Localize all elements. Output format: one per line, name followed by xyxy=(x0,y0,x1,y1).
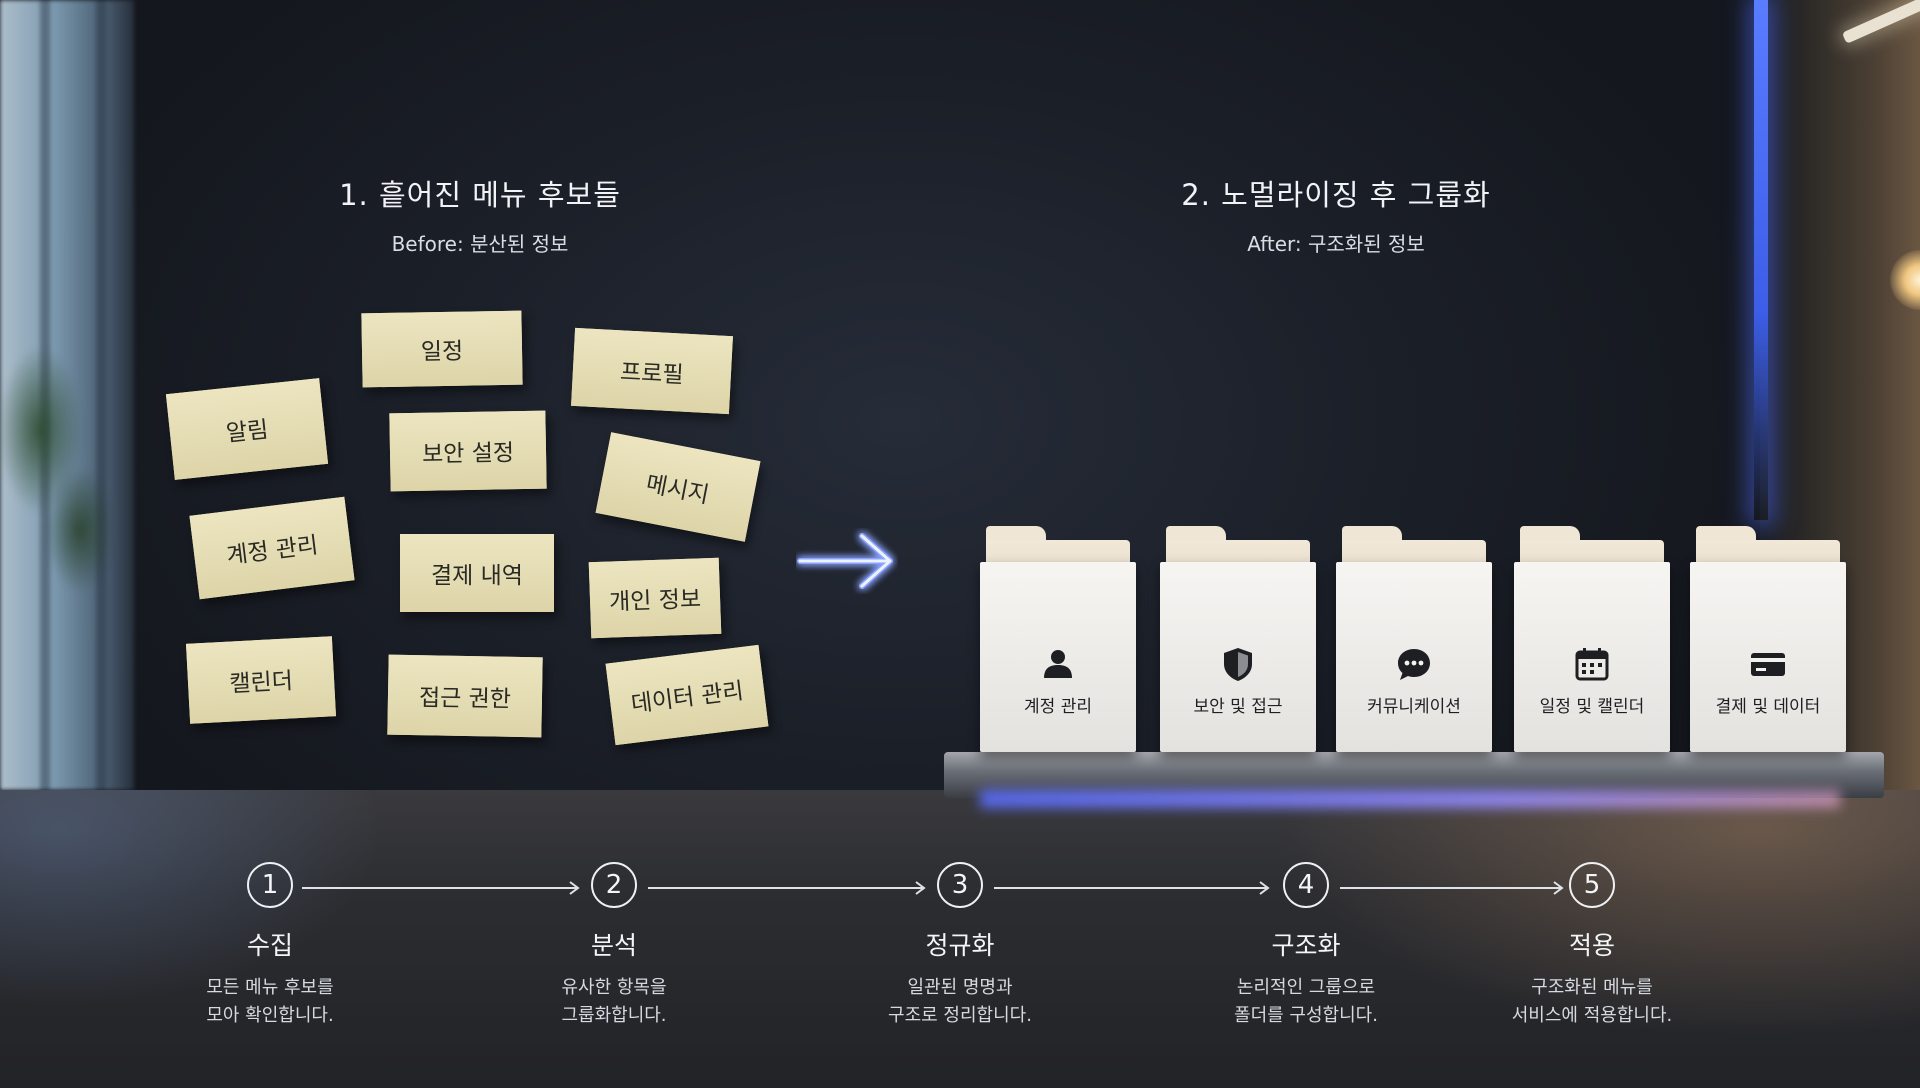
sticky-note: 결제 내역 xyxy=(400,534,554,612)
folder-label: 일정 및 캘린더 xyxy=(1539,697,1645,717)
step-2: 2 분석 유사한 항목을 그룹화합니다. xyxy=(494,862,734,1030)
folder-calendar: 일정 및 캘린더 xyxy=(1514,526,1670,752)
sticky-note: 접근 권한 xyxy=(387,654,543,738)
sticky-note: 프로필 xyxy=(571,327,733,415)
sticky-note: 알림 xyxy=(165,378,329,480)
before-heading: 1. 흩어진 메뉴 후보들 Before: 분산된 정보 xyxy=(280,172,680,257)
step-description: 일관된 명명과 구조로 정리합니다. xyxy=(840,974,1080,1030)
step-title: 정규화 xyxy=(925,931,995,960)
step-title: 수집 xyxy=(246,931,293,960)
step-connector xyxy=(994,887,1268,889)
step-title: 적용 xyxy=(1568,931,1615,960)
folder-account: 계정 관리 xyxy=(980,526,1136,752)
step-desc-line: 서비스에 적용합니다. xyxy=(1511,1005,1673,1026)
step-desc-line: 폴더를 구성합니다. xyxy=(1234,1005,1378,1026)
shield-icon xyxy=(1224,648,1252,681)
folder-payment: 결제 및 데이터 xyxy=(1690,526,1846,752)
arrow-head-icon xyxy=(915,881,926,895)
plant-decoration xyxy=(0,270,110,630)
floor-cool-light xyxy=(0,790,500,1088)
sticky-note: 개인 정보 xyxy=(588,557,722,639)
folder-communication: 커뮤니케이션 xyxy=(1336,526,1492,752)
step-number: 4 xyxy=(1283,862,1329,908)
step-number: 5 xyxy=(1569,862,1615,908)
step-number: 1 xyxy=(247,862,293,908)
before-title: 1. 흩어진 메뉴 후보들 xyxy=(339,178,621,212)
step-desc-line: 유사한 항목을 xyxy=(561,977,667,998)
step-connector xyxy=(302,887,578,889)
blue-light-strip xyxy=(1754,0,1768,520)
after-subtitle: After: 구조화된 정보 xyxy=(1247,232,1425,256)
step-1: 1 수집 모든 메뉴 후보를 모아 확인합니다. xyxy=(150,862,390,1030)
calendar-icon xyxy=(1575,648,1609,681)
after-heading: 2. 노멀라이징 후 그룹화 After: 구조화된 정보 xyxy=(1136,172,1536,257)
step-description: 구조화된 메뉴를 서비스에 적용합니다. xyxy=(1472,974,1712,1030)
step-desc-line: 구조화된 메뉴를 xyxy=(1531,977,1653,998)
arrow-head-icon xyxy=(1553,881,1564,895)
step-number: 2 xyxy=(591,862,637,908)
step-3: 3 정규화 일관된 명명과 구조로 정리합니다. xyxy=(840,862,1080,1030)
step-desc-line: 그룹화합니다. xyxy=(561,1005,667,1026)
folder-security: 보안 및 접근 xyxy=(1160,526,1316,752)
person-icon xyxy=(1044,650,1072,678)
arrow-head-icon xyxy=(1259,881,1270,895)
step-number: 3 xyxy=(937,862,983,908)
credit-card-icon xyxy=(1751,653,1785,676)
step-4: 4 구조화 논리적인 그룹으로 폴더를 구성합니다. xyxy=(1186,862,1426,1030)
sticky-note: 보안 설정 xyxy=(389,410,547,492)
after-title: 2. 노멀라이징 후 그룹화 xyxy=(1181,178,1491,212)
folder-label: 계정 관리 xyxy=(1024,697,1092,717)
folder-label: 보안 및 접근 xyxy=(1193,697,1283,717)
arrow-right-icon xyxy=(797,533,893,589)
step-title: 구조화 xyxy=(1271,931,1341,960)
step-desc-line: 구조로 정리합니다. xyxy=(888,1005,1032,1026)
step-desc-line: 모든 메뉴 후보를 xyxy=(206,977,334,998)
shelf-light-glow xyxy=(980,790,1840,808)
step-title: 분석 xyxy=(590,931,637,960)
before-subtitle: Before: 분산된 정보 xyxy=(391,232,569,256)
step-desc-line: 논리적인 그룹으로 xyxy=(1236,977,1376,998)
sticky-note: 일정 xyxy=(361,310,523,388)
step-connector xyxy=(1340,887,1562,889)
step-5: 5 적용 구조화된 메뉴를 서비스에 적용합니다. xyxy=(1472,862,1712,1030)
chat-bubble-icon xyxy=(1398,649,1430,680)
step-desc-line: 일관된 명명과 xyxy=(907,977,1013,998)
sticky-note: 캘린더 xyxy=(186,636,336,724)
arrow-head-icon xyxy=(569,881,580,895)
step-connector xyxy=(648,887,924,889)
floor-surface xyxy=(0,790,1920,1088)
folder-label: 커뮤니케이션 xyxy=(1367,697,1461,717)
step-description: 유사한 항목을 그룹화합니다. xyxy=(494,974,734,1030)
step-description: 모든 메뉴 후보를 모아 확인합니다. xyxy=(150,974,390,1030)
step-desc-line: 모아 확인합니다. xyxy=(206,1005,334,1026)
floor-warm-light xyxy=(1200,790,1920,1088)
folder-label: 결제 및 데이터 xyxy=(1715,697,1821,717)
step-description: 논리적인 그룹으로 폴더를 구성합니다. xyxy=(1186,974,1426,1030)
